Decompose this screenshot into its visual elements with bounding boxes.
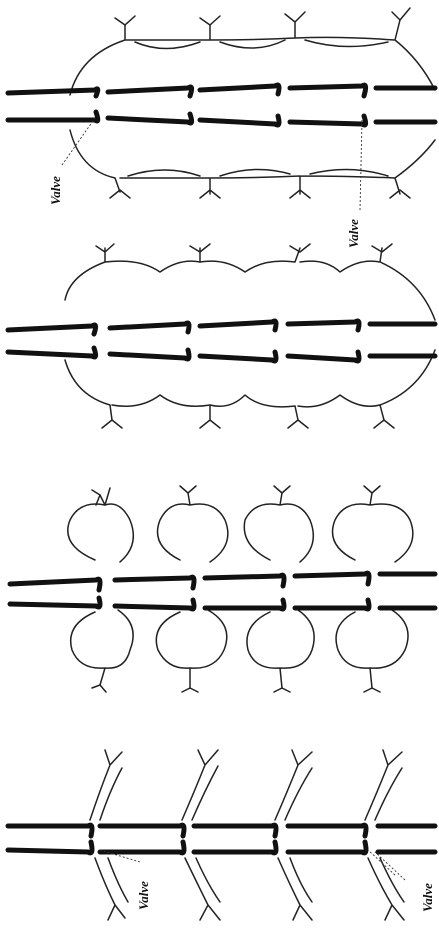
- panel-3: [10, 486, 435, 692]
- panel-1: Valve Valve: [8, 8, 435, 248]
- valve-label-1: Valve: [48, 176, 63, 205]
- valve-label-2: Valve: [346, 219, 361, 248]
- panel-4: Valve Valve: [8, 750, 435, 920]
- valve-label-3: Valve: [136, 881, 151, 910]
- valve-label-4: Valve: [420, 883, 435, 912]
- panel-2: [8, 244, 435, 428]
